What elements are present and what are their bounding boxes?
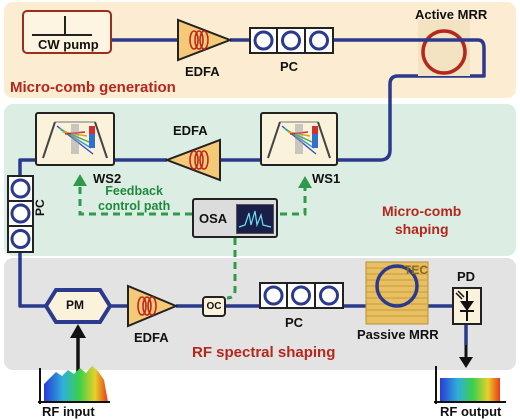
- pm-label: PM: [66, 298, 84, 312]
- edfa-3-label: EDFA: [134, 330, 169, 345]
- edfa-amplifier-2: [164, 138, 221, 182]
- edfa-amplifier-1: [177, 18, 233, 62]
- ws2-label: WS2: [93, 171, 122, 186]
- passive-mrr-tec: [365, 261, 429, 325]
- feedback-control-path: [78, 184, 307, 300]
- tec-label: TEC: [404, 263, 428, 277]
- polarization-controller-2: [7, 175, 34, 253]
- pd-label: PD: [457, 269, 476, 284]
- osa-screen-icon: [236, 204, 274, 234]
- cw-pump-label: CW pump: [38, 37, 99, 52]
- rf-input-arrow: [70, 324, 86, 378]
- fiber-path: [18, 38, 486, 345]
- polarization-controller-1: [249, 27, 334, 54]
- edfa-amplifier-3: [127, 284, 179, 328]
- photodetector: [452, 287, 482, 325]
- section-generation-label: Micro-comb generation: [10, 79, 176, 96]
- polarization-controller-3: [259, 282, 344, 309]
- feedback-arrowheads: [73, 174, 312, 188]
- active-mrr-ring: [418, 20, 470, 76]
- section-rf-label: RF spectral shaping: [192, 344, 336, 361]
- output-arrow: [459, 345, 473, 368]
- rf-input-label: RF input: [42, 404, 95, 419]
- waveshaper-ws2: [35, 112, 115, 166]
- cw-pump-line-icon: [64, 16, 66, 34]
- pc-3-label: PC: [285, 315, 304, 330]
- active-mrr-label: Active MRR: [415, 7, 488, 22]
- photodiode-icon: [455, 290, 474, 321]
- waveshaper-ws1: [260, 112, 338, 166]
- waveshaper-ws2-optics-icon: [42, 121, 108, 159]
- rf-output-label: RF output: [440, 404, 502, 419]
- waveshaper-ws1-optics-icon: [267, 121, 331, 159]
- cw-pump-waveform-icon: [32, 18, 92, 36]
- optical-coupler: OC: [202, 296, 226, 317]
- edfa-1-label: EDFA: [185, 64, 220, 79]
- optical-spectrum-analyzer: [192, 198, 278, 238]
- rf-output-spectrum: [434, 366, 506, 404]
- rf-input-spectrum: [38, 366, 110, 404]
- section-shaping-label: Micro-comb shaping: [382, 203, 462, 237]
- ws1-label: WS1: [312, 171, 341, 186]
- feedback-control-label: Feedback control path: [98, 184, 171, 213]
- edfa-2-label: EDFA: [173, 123, 208, 138]
- phase-modulator: [43, 288, 113, 324]
- pc-1-label: PC: [280, 59, 299, 74]
- cw-pump-source: [22, 10, 112, 54]
- osa-label: OSA: [199, 211, 228, 226]
- oc-label: OC: [206, 301, 222, 312]
- pc-2-label: PC: [33, 199, 47, 216]
- passive-mrr-label: Passive MRR: [357, 327, 439, 342]
